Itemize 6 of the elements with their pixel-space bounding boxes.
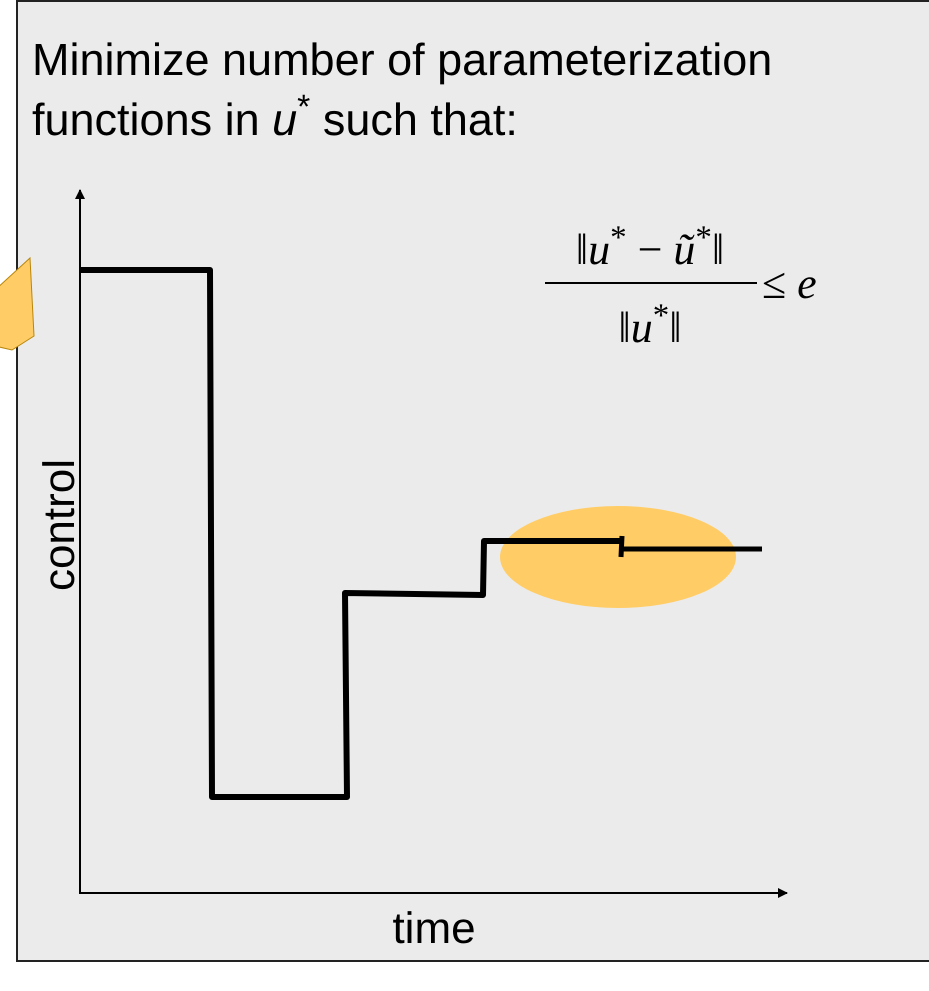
axis-label: time xyxy=(391,903,477,955)
formula-inequality: ≤ e xyxy=(762,258,817,310)
title: Minimize number of parameterization functions in u$^{*}$ such that: xyxy=(32,33,774,147)
axis-label: control xyxy=(34,458,85,594)
formula-denominator: ‖u$^{*}$‖ xyxy=(617,300,683,354)
formula-numerator: ‖u$^{*}$ − ũ$^{*}$‖ xyxy=(574,222,726,276)
